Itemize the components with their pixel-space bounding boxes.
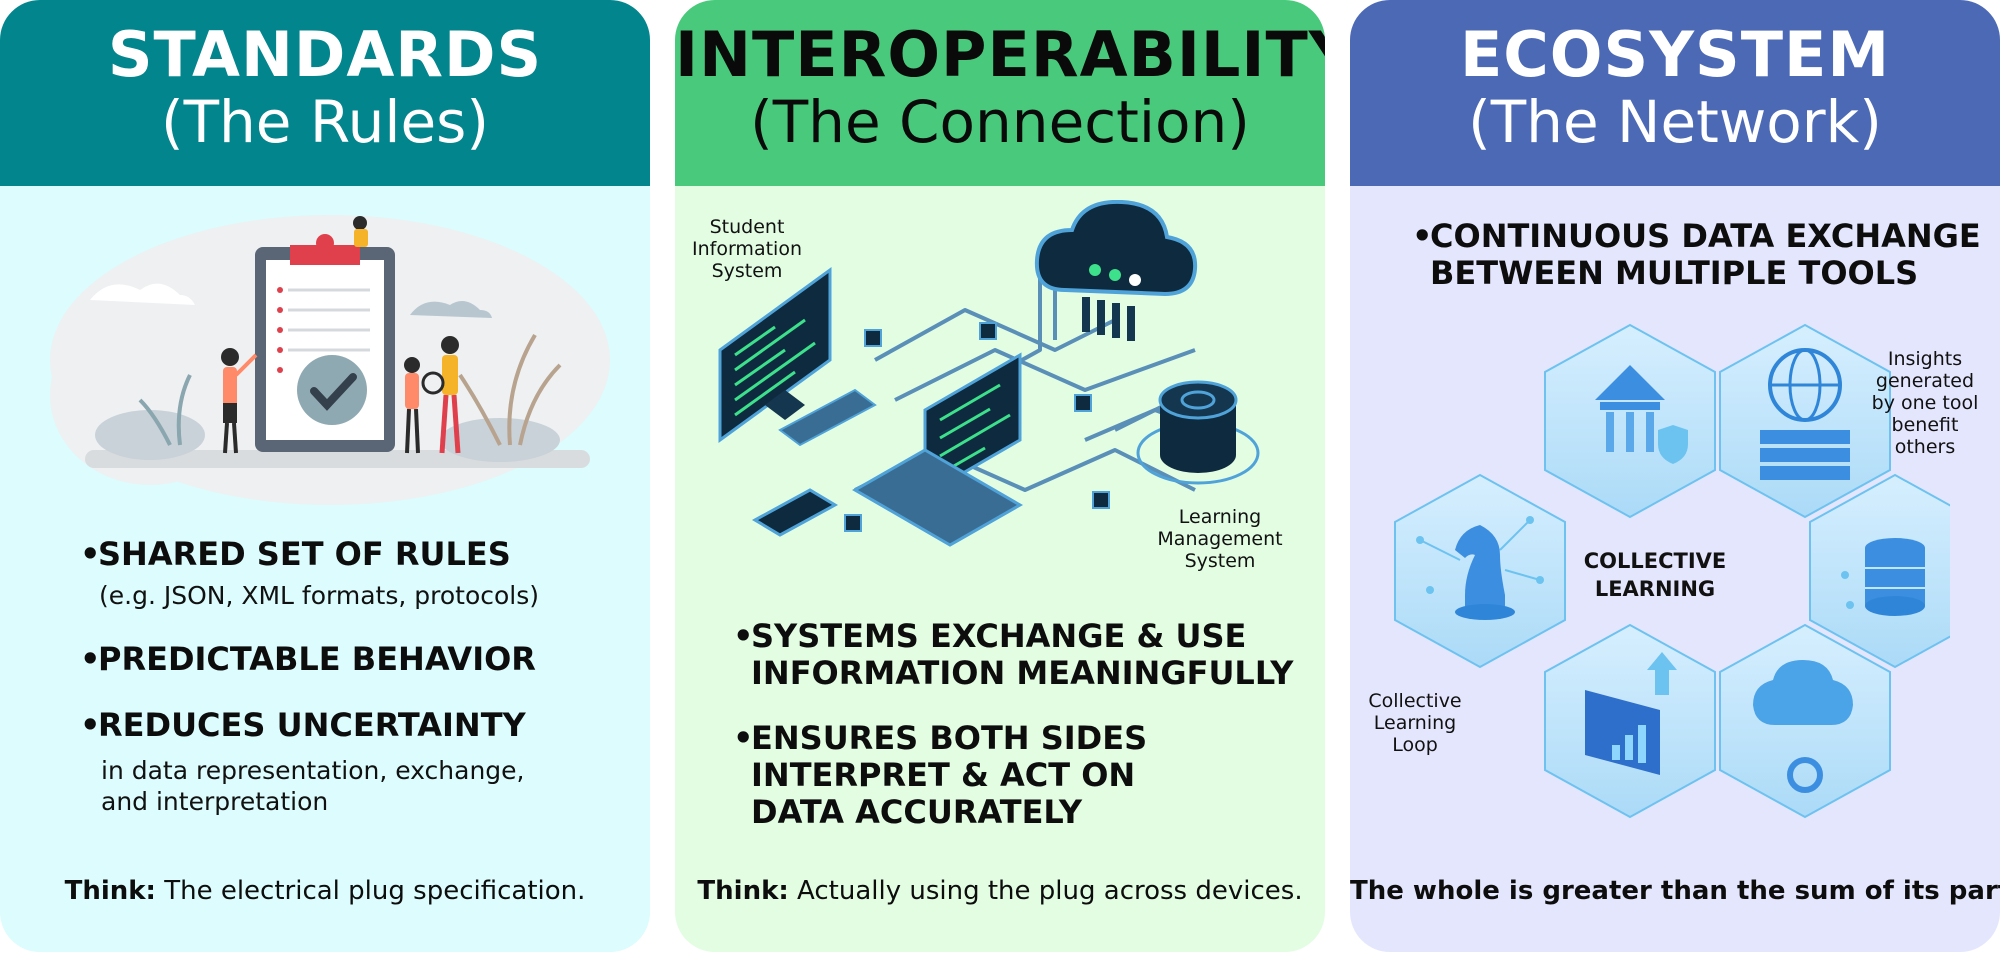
tablet-icon bbox=[751, 488, 839, 537]
ecosystem-panel: ECOSYSTEM (The Network) • CONTINUOUS DAT… bbox=[1350, 0, 2000, 952]
institution-icon bbox=[1595, 365, 1688, 464]
interoperability-panel: INTEROPERABILITY (The Connection) bbox=[675, 0, 1325, 952]
learning-loop-label: Collective Learning Loop bbox=[1368, 690, 1462, 756]
insights-label: Insights generated by one tool benefit o… bbox=[1871, 348, 1979, 458]
analytics-chart-icon bbox=[1585, 652, 1677, 775]
standards-bullet-2: •PREDICTABLE BEHAVIOR bbox=[80, 640, 536, 678]
standards-bullet-1-detail: (e.g. JSON, XML formats, protocols) bbox=[99, 581, 540, 610]
chess-knight-icon bbox=[1416, 516, 1544, 620]
cloud-icon bbox=[1034, 200, 1198, 341]
lms-label: Learning Management System bbox=[1157, 506, 1283, 572]
laptop-icon bbox=[851, 352, 1024, 547]
interoperability-bullet-1: • SYSTEMS EXCHANGE & USE INFORMATION MEA… bbox=[733, 617, 1294, 692]
standards-panel: STANDARDS (The Rules) bbox=[0, 0, 650, 952]
person-right-1 bbox=[404, 357, 420, 454]
standards-title: STANDARDS bbox=[107, 18, 543, 91]
collective-learning-label: COLLECTIVE LEARNING bbox=[1583, 549, 1727, 601]
clipboard-illustration bbox=[50, 215, 610, 505]
ecosystem-bullet-1: • CONTINUOUS DATA EXCHANGE BETWEEN MULTI… bbox=[1412, 217, 1981, 292]
brain-icon bbox=[1753, 660, 1853, 793]
database-icon bbox=[1841, 538, 1925, 616]
interoperability-title: INTEROPERABILITY bbox=[675, 18, 1325, 91]
ecosystem-header: ECOSYSTEM (The Network) bbox=[1350, 0, 2000, 186]
network-illustration bbox=[718, 200, 1260, 547]
monitor-icon bbox=[718, 267, 877, 447]
ecosystem-title: ECOSYSTEM bbox=[1459, 18, 1891, 91]
person-right-2 bbox=[421, 336, 461, 454]
globe-server-icon bbox=[1760, 348, 1850, 480]
person-top bbox=[353, 216, 368, 247]
ecosystem-subtitle: (The Network) bbox=[1468, 88, 1882, 156]
sis-label: Student Information System bbox=[692, 216, 802, 282]
interoperability-header: INTEROPERABILITY (The Connection) bbox=[675, 0, 1325, 186]
standards-bullet-3: •REDUCES UNCERTAINTY bbox=[80, 706, 526, 744]
ecosystem-footer: The whole is greater than the sum of its… bbox=[1350, 876, 2000, 906]
person-left bbox=[221, 348, 258, 454]
standards-bullet-3-detail-2: and interpretation bbox=[101, 787, 329, 816]
hexagon-network-illustration bbox=[1394, 323, 1950, 819]
interoperability-bullet-2: • ENSURES BOTH SIDES INTERPRET & ACT ON … bbox=[733, 719, 1148, 831]
server-icon bbox=[1136, 380, 1260, 485]
standards-header: STANDARDS (The Rules) bbox=[0, 0, 650, 186]
interoperability-subtitle: (The Connection) bbox=[750, 88, 1250, 156]
standards-subtitle: (The Rules) bbox=[160, 88, 490, 156]
interoperability-think: Think: Actually using the plug across de… bbox=[697, 876, 1303, 906]
standards-think: Think: The electrical plug specification… bbox=[64, 876, 586, 906]
standards-bullet-3-detail-1: in data representation, exchange, bbox=[101, 756, 525, 785]
standards-bullet-1: •SHARED SET OF RULES bbox=[80, 535, 511, 573]
